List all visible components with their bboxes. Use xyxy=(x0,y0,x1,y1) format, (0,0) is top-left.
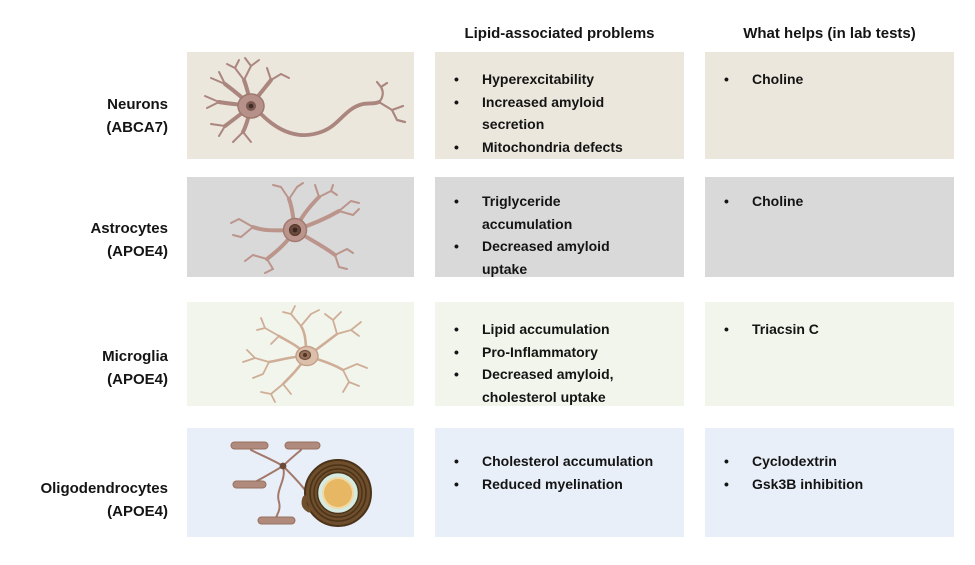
list-item: Mitochondria defects xyxy=(452,136,678,159)
list-item: Increased amyloid secretion xyxy=(452,91,678,136)
row-label-oligodendrocytes: Oligodendrocytes (APOE4) xyxy=(0,477,168,523)
microglia-illustration-box xyxy=(187,302,414,406)
helps-list-neurons: Choline xyxy=(705,52,954,159)
list-item: Reduced myelination xyxy=(452,473,678,496)
list-item: Pro-Inflammatory xyxy=(452,341,678,364)
cell-gene: (ABCA7) xyxy=(106,119,168,136)
row-label-astrocytes: Astrocytes (APOE4) xyxy=(0,217,168,263)
cell-type-name: Astrocytes xyxy=(90,220,168,237)
problems-list-astrocytes: Triglyceride accumulation Decreased amyl… xyxy=(435,177,684,277)
cell-type-name: Microglia xyxy=(102,348,168,365)
column-header-helps: What helps (in lab tests) xyxy=(743,25,916,42)
neuron-icon xyxy=(204,57,407,143)
astrocyte-illustration-box xyxy=(187,177,414,277)
list-item: Choline xyxy=(722,68,948,91)
cell-gene: (APOE4) xyxy=(107,371,168,388)
cell-gene: (APOE4) xyxy=(107,503,168,520)
list-item: Cholesterol accumulation xyxy=(452,450,678,473)
row-label-neurons: Neurons (ABCA7) xyxy=(0,93,168,139)
problems-list-neurons: Hyperexcitability Increased amyloid secr… xyxy=(435,52,684,159)
microglia-icon xyxy=(242,305,368,403)
helps-list-astrocytes: Choline xyxy=(705,177,954,277)
row-label-microglia: Microglia (APOE4) xyxy=(0,345,168,391)
astrocyte-icon xyxy=(230,182,360,274)
column-header-problems: Lipid-associated problems xyxy=(464,25,655,42)
list-item: Gsk3B inhibition xyxy=(722,473,948,496)
problems-list-oligodendrocytes: Cholesterol accumulation Reduced myelina… xyxy=(435,428,684,537)
helps-list-microglia: Triacsin C xyxy=(705,302,954,406)
cell-type-name: Neurons xyxy=(107,96,168,113)
neuron-illustration-box xyxy=(187,52,414,159)
list-item: Lipid accumulation xyxy=(452,318,678,341)
problems-list-microglia: Lipid accumulation Pro-Inflammatory Decr… xyxy=(435,302,684,406)
list-item: Choline xyxy=(722,190,948,213)
oligodendrocyte-icon xyxy=(230,441,372,527)
helps-list-oligodendrocytes: Cyclodextrin Gsk3B inhibition xyxy=(705,428,954,537)
cell-type-name: Oligodendrocytes xyxy=(40,480,168,497)
cell-gene: (APOE4) xyxy=(107,243,168,260)
list-item: Hyperexcitability xyxy=(452,68,678,91)
oligodendrocyte-illustration-box xyxy=(187,428,414,537)
list-item: Cyclodextrin xyxy=(722,450,948,473)
list-item: Triglyceride accumulation xyxy=(452,190,678,235)
list-item: Decreased amyloid uptake xyxy=(452,235,678,280)
list-item: Decreased amyloid, cholesterol uptake xyxy=(452,363,678,408)
list-item: Triacsin C xyxy=(722,318,948,341)
